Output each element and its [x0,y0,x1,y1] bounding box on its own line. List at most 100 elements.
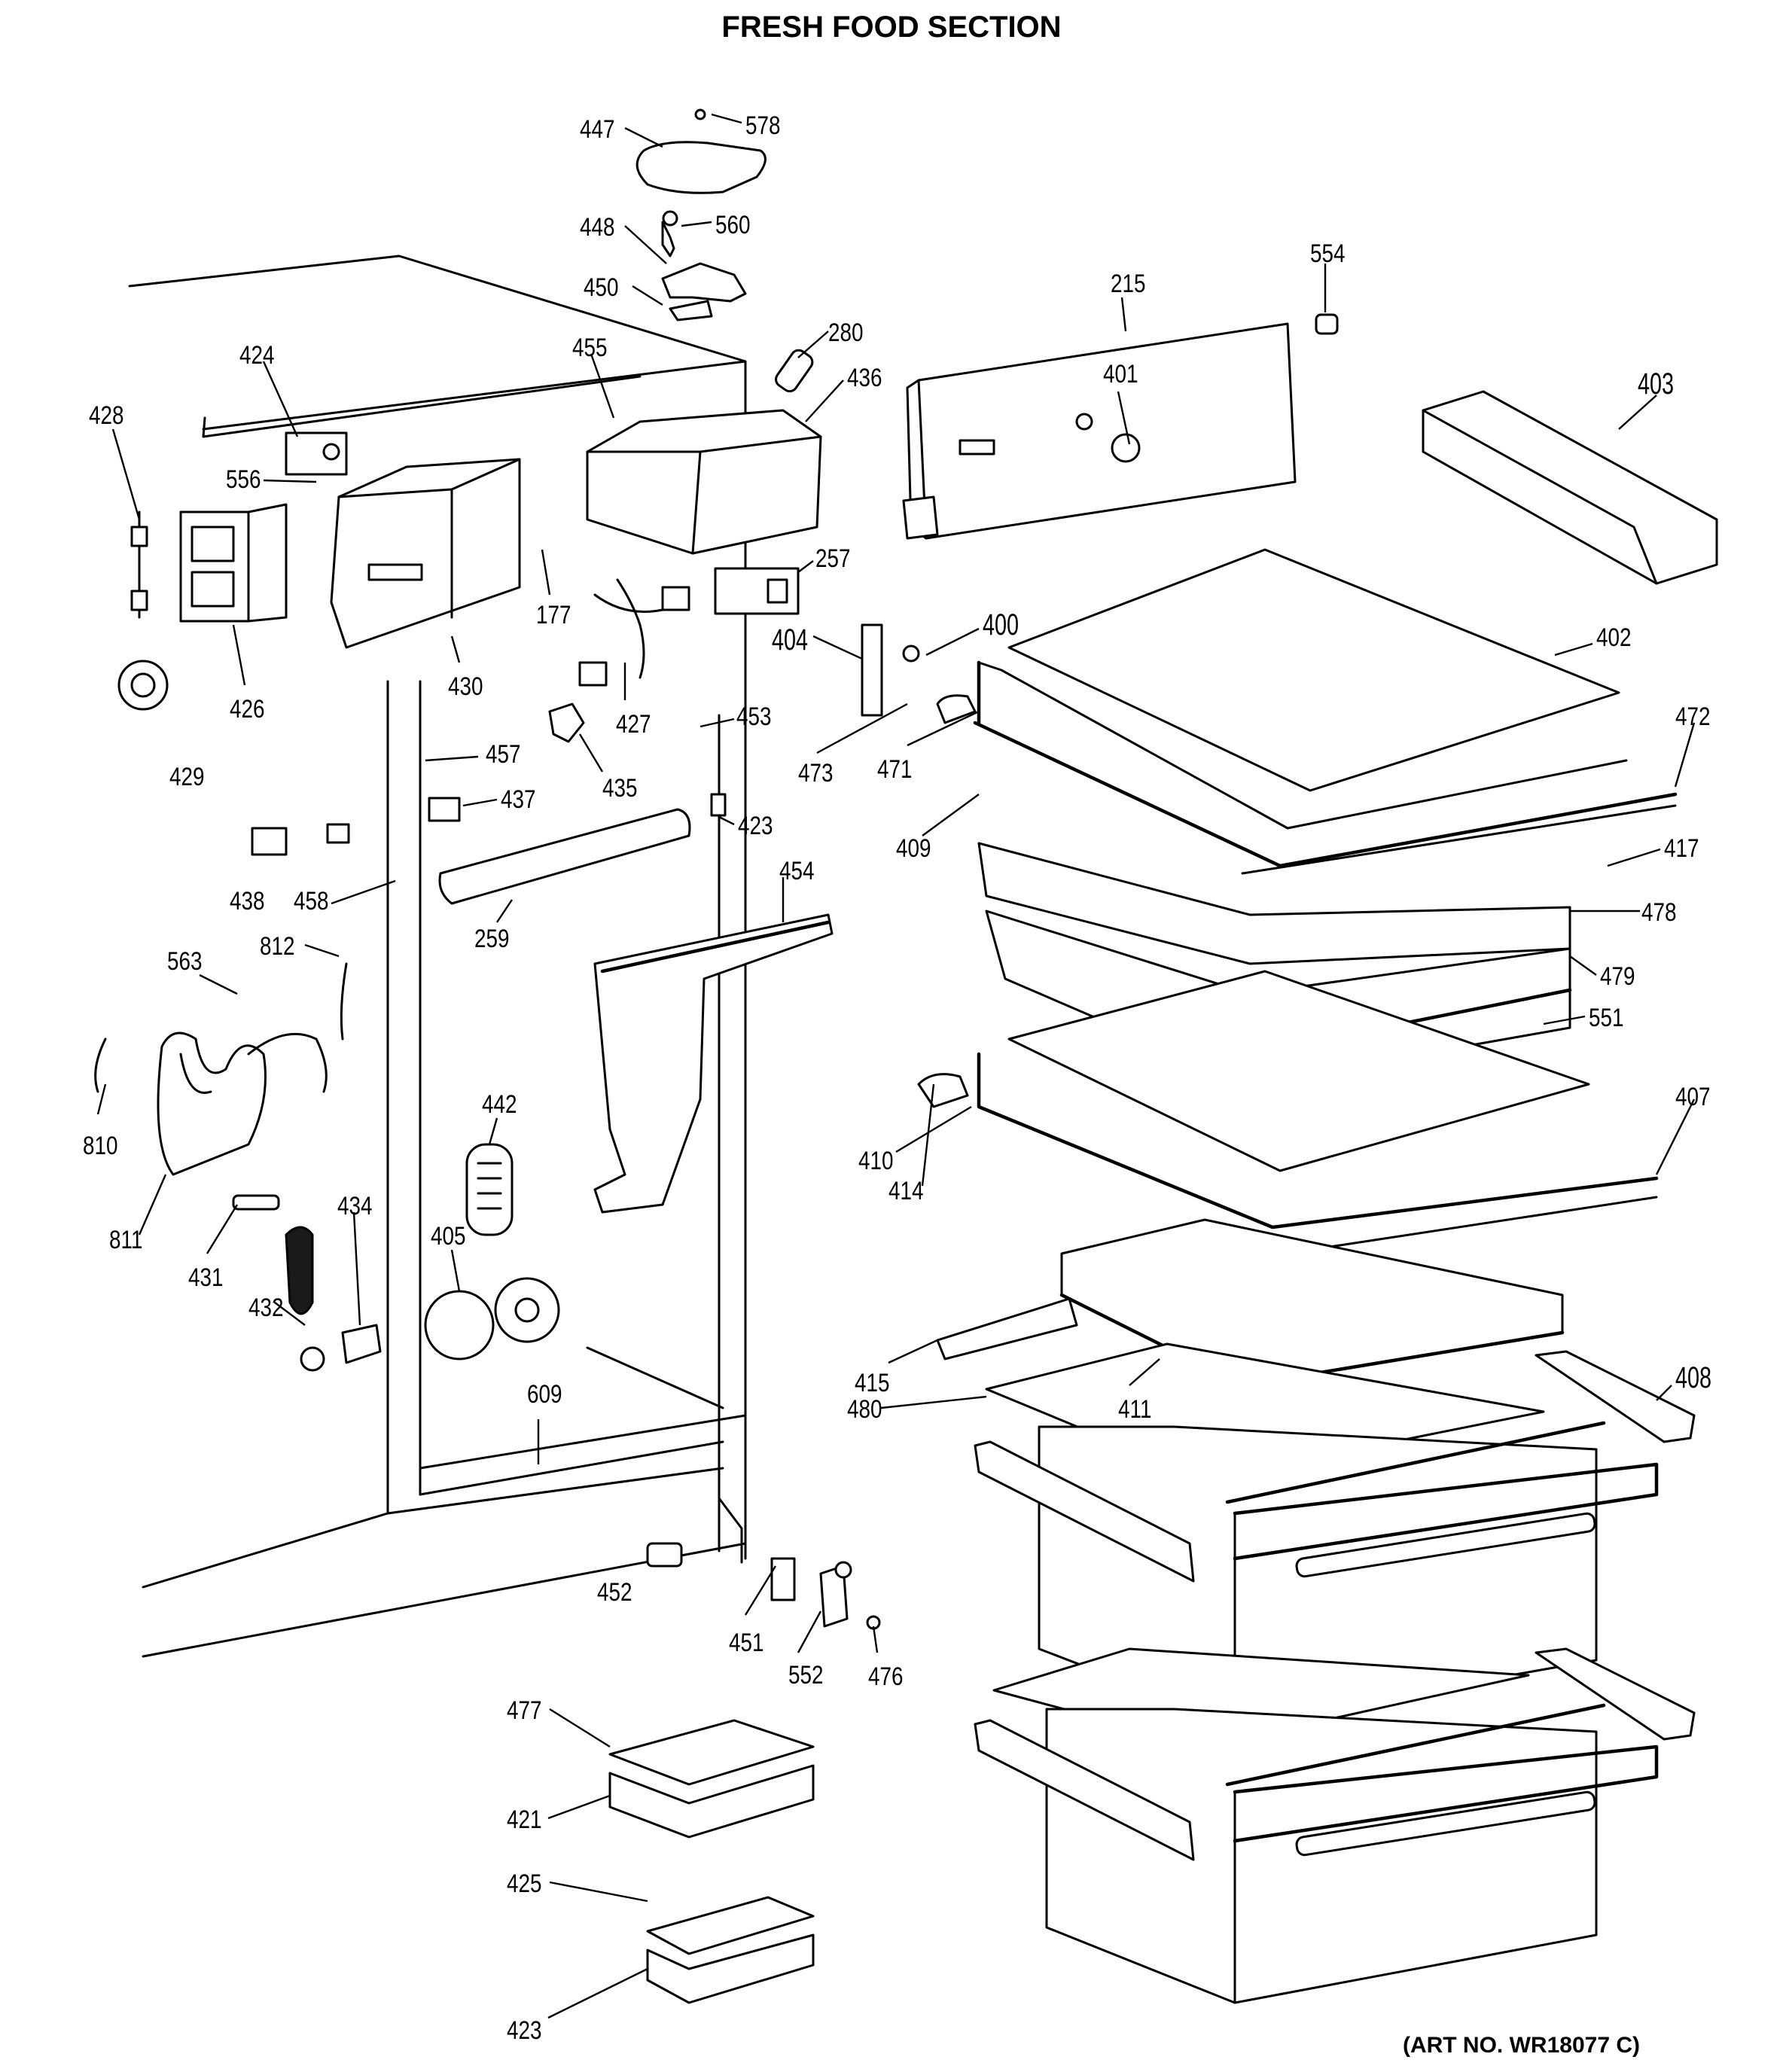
leader-line-431 [206,1204,239,1254]
callout-411: 411 [1118,1395,1152,1424]
callout-400: 400 [983,608,1020,641]
leader-line-450 [632,285,663,306]
leader-lines [96,113,1696,2019]
callout-424: 424 [239,341,275,370]
heater-810 [94,962,348,1176]
leader-line-426 [232,624,246,686]
leader-line-421 [547,1794,611,1820]
shelf-bracket-421 [902,322,1297,540]
crisper-drawer-407 [974,1421,1659,1726]
leader-line-423 [718,815,735,826]
leader-line-480 [880,1395,987,1409]
callout-437: 437 [501,785,536,814]
callout-259: 259 [474,925,510,953]
air-grille-434 [465,1143,514,1236]
damper-control-424 [285,431,348,476]
leader-line-473 [816,702,908,754]
callout-552: 552 [788,1661,824,1690]
leader-line-451 [744,1565,777,1616]
leader-line-471 [907,710,980,747]
callout-436: 436 [847,364,882,392]
leader-line-437 [462,798,498,807]
leader-line-428 [111,428,141,520]
callout-405: 405 [431,1222,466,1251]
leader-line-423 [547,1967,648,2019]
leader-line-414 [921,1083,935,1187]
leader-line-409 [922,794,980,836]
callout-560: 560 [715,211,751,239]
callout-450: 450 [584,273,619,302]
control-housing-436 [586,409,822,555]
dairy-trays [608,1719,815,2004]
leader-line-417 [1607,848,1661,867]
leader-line-435 [578,733,604,772]
leader-line-457 [425,755,479,762]
callout-435: 435 [602,774,638,803]
callout-478: 478 [1641,898,1677,927]
leader-line-552 [797,1610,822,1653]
leader-line-476 [872,1626,879,1653]
callout-472: 472 [1675,702,1711,731]
leader-line-563 [199,974,238,995]
callout-810: 810 [83,1132,118,1160]
leader-line-477 [549,1708,611,1748]
callout-438: 438 [230,887,265,916]
leader-line-257 [797,560,814,573]
leader-line-810 [96,1083,107,1115]
drawer-rail-479 [1535,1350,1696,1443]
leader-line-447 [624,126,663,148]
bracket-426 [179,503,288,623]
light-shield-259 [438,808,691,905]
leader-line-425 [549,1881,648,1903]
callout-425: 425 [507,1869,542,1898]
leader-line-424 [262,361,299,437]
leader-line-578 [711,113,742,124]
callout-563: 563 [167,947,203,976]
callout-429: 429 [169,763,205,791]
thermostat-428 [130,510,148,619]
glass-shelf-upper [936,548,1678,875]
timer-257 [714,567,800,615]
leader-line-556 [263,479,317,483]
leader-line-432 [274,1302,306,1326]
leader-line-403 [1618,395,1657,430]
callout-432: 432 [248,1293,284,1322]
small-hardware-right [861,313,1339,717]
leader-line-455 [590,353,615,419]
leader-line-215 [1120,297,1127,332]
callout-414: 414 [888,1177,924,1205]
leader-line-430 [450,635,461,663]
leader-line-551 [1543,1015,1586,1025]
leader-line-402 [1554,642,1593,657]
callout-455: 455 [572,334,608,362]
fan-motor-442 [424,1277,560,1361]
callout-408: 408 [1675,1361,1712,1394]
diagram-title: FRESH FOOD SECTION [721,11,1062,44]
callout-415: 415 [855,1369,890,1397]
leader-line-401 [1117,391,1131,445]
light-429 [117,660,169,711]
callout-480: 480 [847,1395,882,1424]
crisper-drawer-408 [974,1647,1696,2004]
callout-556: 556 [226,465,261,494]
leader-line-177 [541,549,551,596]
callout-423: 423 [507,2016,542,2045]
leader-line-280 [797,331,829,358]
callout-177: 177 [536,601,571,629]
callout-427: 427 [616,710,651,739]
callout-409: 409 [896,834,931,863]
callout-417: 417 [1664,834,1699,863]
callout-453: 453 [736,702,772,731]
callout-401: 401 [1103,360,1138,388]
callout-423: 423 [738,812,773,840]
callout-280: 280 [828,318,864,347]
leader-line-479 [1569,955,1597,976]
leader-line-812 [304,943,340,958]
callout-551: 551 [1589,1004,1624,1032]
callout-404: 404 [772,623,809,657]
callout-421: 421 [507,1805,542,1834]
callout-811: 811 [109,1226,143,1254]
callout-457: 457 [486,740,521,769]
